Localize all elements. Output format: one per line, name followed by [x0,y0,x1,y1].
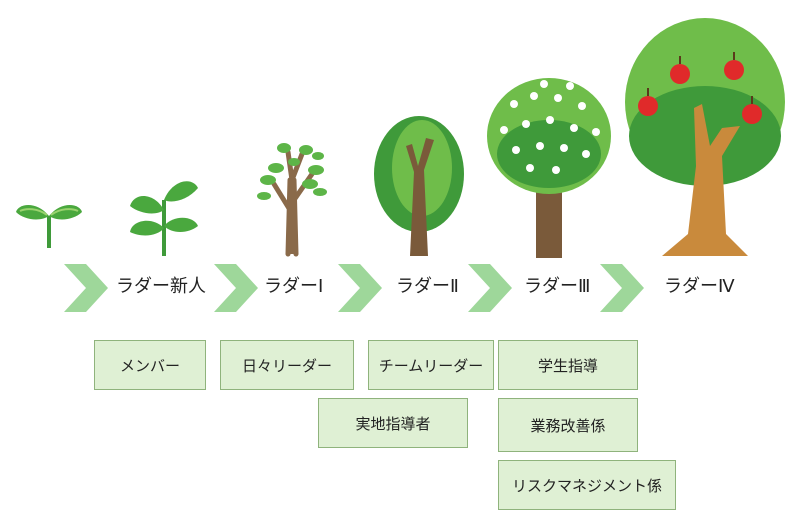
stage-label-ladder-3: ラダーⅢ [524,276,591,297]
stage-label-ladder-4: ラダーⅣ [664,276,735,297]
young-tree-icon [374,116,464,256]
sapling-icon [257,143,327,257]
chevron-arrow-icon [64,264,108,312]
stage-label-newcomer: ラダー新人 [116,276,206,297]
role-box-student-guidance: 学生指導 [498,340,638,390]
role-box-team-leader: チームリーダー [368,340,494,390]
stage-label-ladder-2: ラダーⅡ [396,276,459,297]
role-box-member: メンバー [94,340,206,390]
stage-label-ladder-1: ラダーⅠ [264,276,324,297]
apple-tree-icon [625,18,785,256]
role-box-work-improvement: 業務改善係 [498,398,638,452]
chevron-arrow-icon [214,264,258,312]
role-box-daily-leader: 日々リーダー [220,340,354,390]
seedling-large-icon [130,181,198,256]
role-box-risk-management: リスクマネジメント係 [498,460,676,510]
chevron-arrow-icon [468,264,512,312]
seedling-small-icon [16,205,82,248]
chevron-arrow-icon [338,264,382,312]
role-box-field-instructor: 実地指導者 [318,398,468,448]
chevron-arrow-icon [600,264,644,312]
blossoming-tree-icon [487,78,611,258]
